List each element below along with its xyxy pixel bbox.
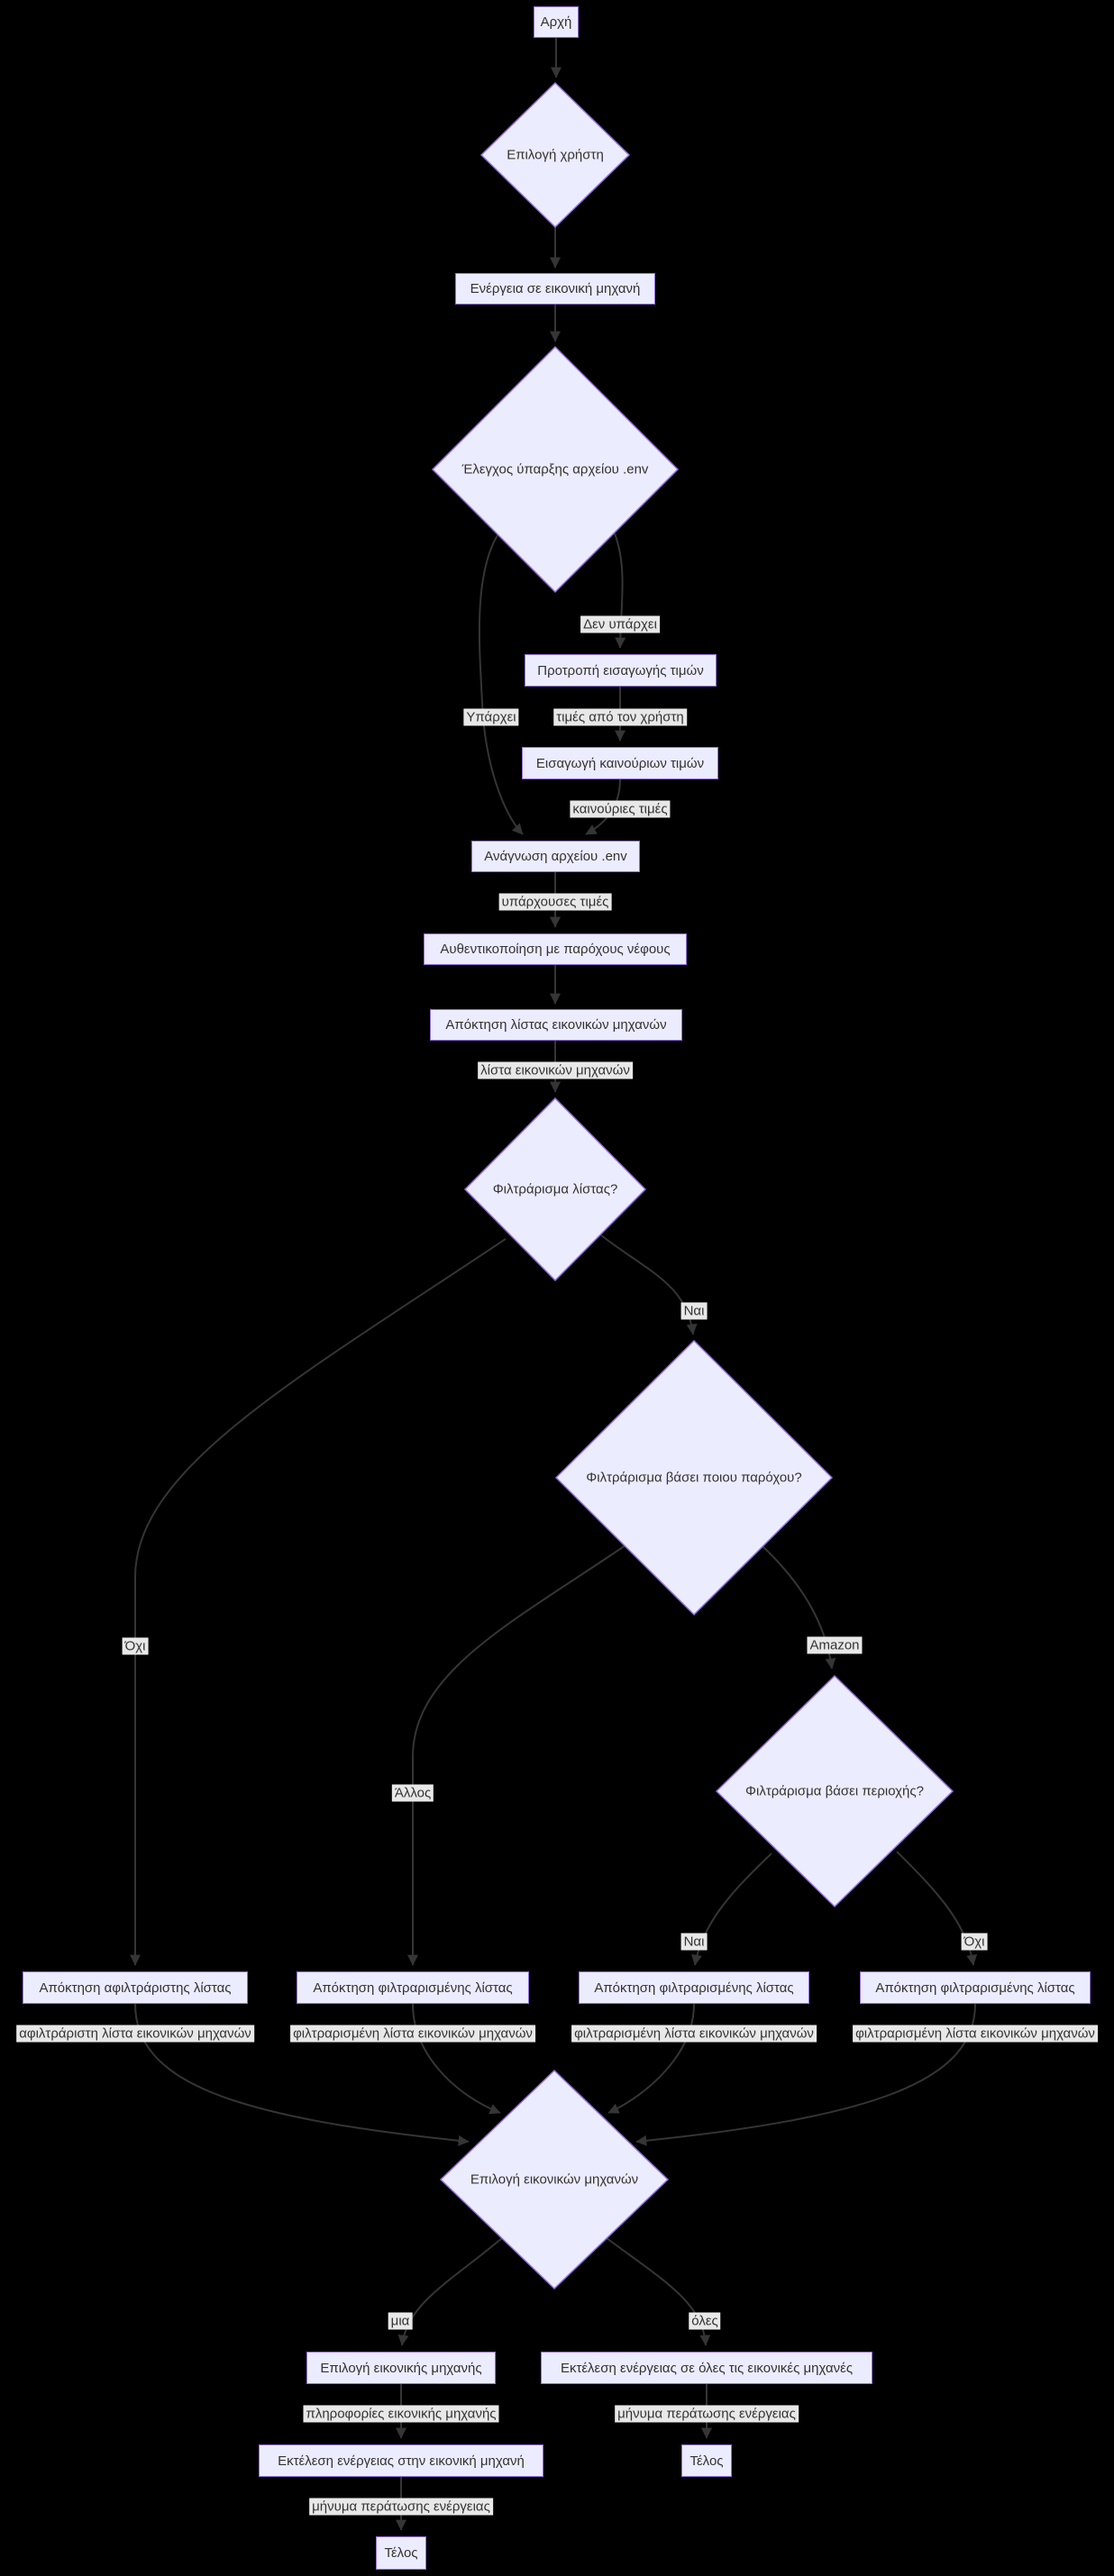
decision-user-choice-label: Επιλογή χρήστη: [507, 147, 604, 163]
node-end-right: Τέλος: [681, 2444, 732, 2477]
decision-filter-list-label: Φιλτράρισμα λίστας?: [492, 1181, 618, 1197]
node-vm-action: Ενέργεια σε εικονική μηχανή: [455, 273, 655, 305]
edge-label-new-values: καινούριες τιμές: [570, 800, 671, 818]
node-end-left: Τέλος: [376, 2536, 426, 2570]
edge-check-env-not-exists: [614, 532, 626, 649]
node-exec-all: Εκτέλεση ενέργειας σε όλες τις εικονικές…: [541, 2352, 872, 2384]
edge-label-not-exists: Δεν υπάρχει: [580, 615, 660, 633]
node-input-values: Εισαγωγή καινούριων τιμών: [522, 747, 718, 779]
decision-filter-region-shape: [715, 1674, 954, 1908]
node-get-filtered-3: Απόκτηση φιλτραρισμένης λίστας: [860, 1971, 1091, 2004]
edge-label-values-from-user: τιμές από τον χρήστη: [553, 708, 687, 726]
decision-filter-provider-label: Φιλτράρισμα βάσει ποιου παρόχου?: [586, 1470, 802, 1486]
decision-filter-list-shape: [463, 1097, 647, 1282]
node-auth-cloud: Αυθεντικοποίηση με παρόχους νέφους: [424, 933, 687, 965]
node-get-unfiltered: Απόκτηση αφιλτράριστης λίστας: [23, 1971, 248, 2004]
edge-label-one: μια: [388, 2312, 413, 2330]
edge-label-amazon: Amazon: [807, 1636, 863, 1654]
edge-label-vm-info: πληροφορίες εικονικής μηχανής: [303, 2405, 499, 2423]
edge-label-existing-values: υπάρχουσες τιμές: [498, 893, 612, 911]
node-select-vm: Επιλογή εικονικής μηχανής: [306, 2352, 496, 2384]
edge-label-unfiltered-list: αφιλτράριστη λίστα εικονικών μηχανών: [16, 2025, 254, 2043]
node-get-filtered-1: Απόκτηση φιλτραρισμένης λίστας: [297, 1971, 529, 2004]
edge-provider-other: [407, 1543, 629, 1966]
edge-label-filtered-list-1: φιλτραρισμένη λίστα εικονικών μηχανών: [290, 2025, 535, 2043]
edge-label-filtered-list-3: φιλτραρισμένη λίστα εικονικών μηχανών: [853, 2025, 1098, 2043]
node-get-filtered-2: Απόκτηση φιλτραρισμένης λίστας: [579, 1971, 809, 2004]
edge-filter-q-no: [130, 1238, 507, 1966]
edge-label-vm-list: λίστα εικονικών μηχανών: [478, 1061, 633, 1079]
node-read-env: Ανάγνωση αρχείου .env: [471, 841, 640, 872]
decision-user-choice-shape: [479, 81, 631, 229]
decision-select-vms-label: Επιλογή εικονικών μηχανών: [470, 2171, 639, 2188]
edge-filtered2-to-select: [607, 2003, 695, 2114]
edge-label-no-1: Όχι: [122, 1637, 149, 1655]
edge-label-yes-2: Ναι: [680, 1933, 708, 1951]
decision-check-env-label: Έλεγχος ύπαρξης αρχείου .env: [461, 461, 649, 478]
edge-label-filtered-list-2: φιλτραρισμένη λίστα εικονικών μηχανών: [571, 2025, 817, 2043]
edge-filter-q-yes: [600, 1234, 698, 1335]
decision-select-vms-shape: [439, 2069, 670, 2290]
edge-select-all: [606, 2237, 711, 2346]
decision-check-env-shape: [431, 345, 680, 594]
edge-filtered1-to-select: [412, 2003, 501, 2115]
edge-label-completion-left: μήνυμα περάτωσης ενέργειας: [309, 2498, 493, 2516]
edge-check-env-exists: [478, 534, 524, 835]
edge-label-exists: Υπάρχει: [463, 708, 519, 726]
decision-filter-region-label: Φιλτράρισμα βάσει περιοχής?: [745, 1783, 924, 1799]
edge-label-all: όλες: [689, 2312, 721, 2330]
edge-label-completion-right: μήνυμα περάτωσης ενέργειας: [615, 2405, 799, 2423]
node-start: Αρχή: [534, 6, 579, 38]
edge-label-yes-1: Ναι: [680, 1302, 708, 1320]
decision-filter-provider-shape: [554, 1339, 834, 1616]
edge-select-one: [397, 2237, 503, 2346]
node-prompt-values: Προτροπή εισαγωγής τιμών: [525, 654, 717, 687]
node-get-vm-list: Απόκτηση λίστας εικονικών μηχανών: [430, 1009, 682, 1041]
edge-label-other: Άλλος: [391, 1784, 434, 1802]
edge-label-no-2: Όχι: [961, 1933, 988, 1951]
node-exec-one: Εκτέλεση ενέργειας στην εικονική μηχανή: [259, 2444, 543, 2477]
